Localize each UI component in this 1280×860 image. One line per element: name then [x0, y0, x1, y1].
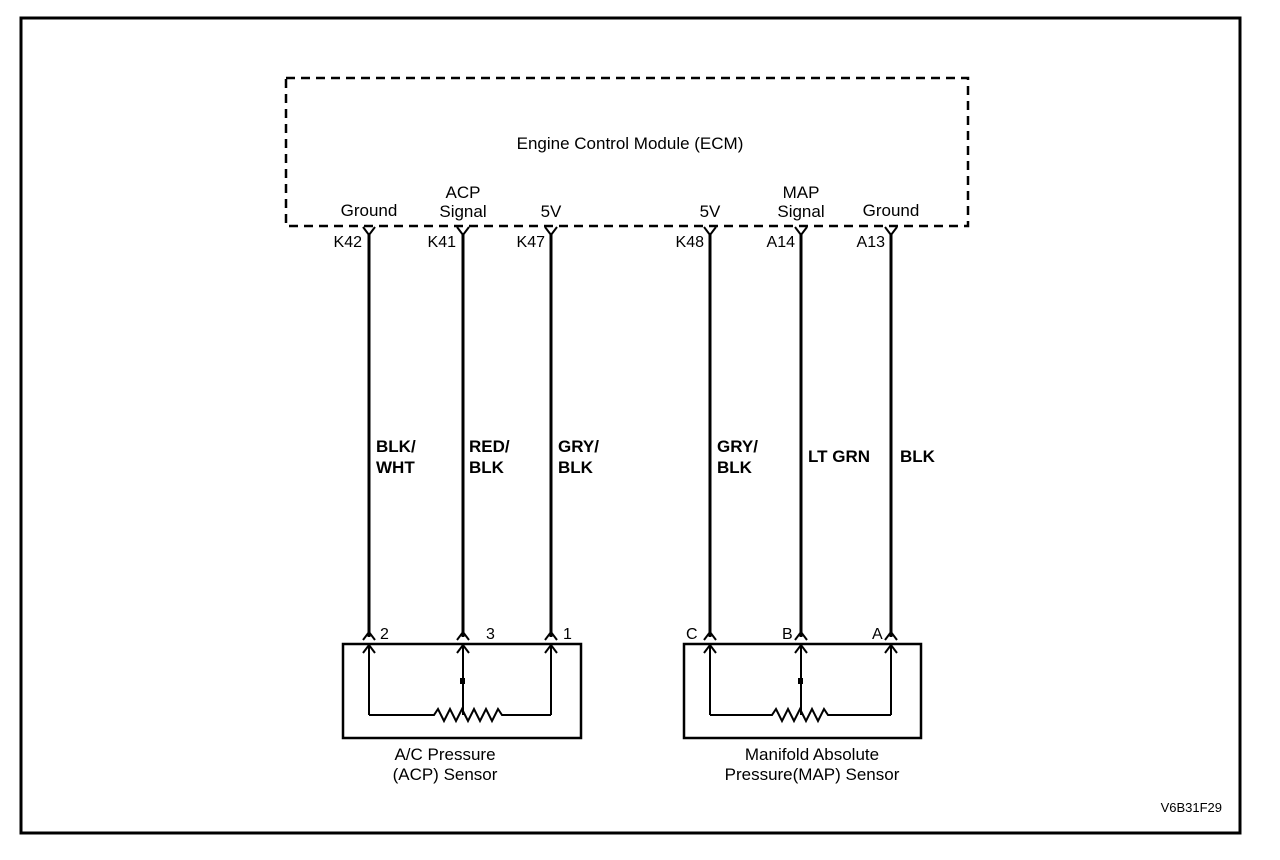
wire-color-k47: GRY/ [558, 437, 599, 456]
ecm-pin-k48: K48 [676, 234, 705, 251]
wire-color-k41: RED/ [469, 437, 510, 456]
wire-color-k48-line2: BLK [717, 458, 753, 477]
wire-color-k42: BLK/ [376, 437, 416, 456]
wire-color-a14: LT GRN [808, 447, 870, 466]
ecm-pin-a14: A14 [767, 234, 796, 251]
wire-color-k42-line2: WHT [376, 458, 415, 477]
ecm-pin-k47: K47 [517, 234, 546, 251]
map-pin-c: C [686, 626, 698, 643]
acp-sensor-name-line2: (ACP) Sensor [393, 765, 498, 784]
ecm-pin-k42: K42 [334, 234, 363, 251]
ecm-terminal-label-a14-line2: Signal [777, 202, 824, 221]
ecm-terminal-label-k41-line2: Signal [439, 202, 486, 221]
acp-sensor-name: A/C Pressure [394, 745, 495, 764]
ecm-title: Engine Control Module (ECM) [517, 134, 744, 153]
acp-pin-3: 3 [486, 626, 495, 643]
acp-sensor [341, 642, 583, 740]
ecm-terminal-label-k48: 5V [700, 202, 721, 221]
ecm-terminal-label-k47: 5V [541, 202, 562, 221]
ecm-pin-a13: A13 [857, 234, 886, 251]
ecm-terminal-label-a13: Ground [863, 201, 920, 220]
map-pin-a: A [872, 626, 883, 643]
wire-color-k47-line2: BLK [558, 458, 594, 477]
map-sensor-name-line2: Pressure(MAP) Sensor [725, 765, 900, 784]
sensor-connector-chevrons [362, 630, 898, 641]
acp-pin-1: 1 [563, 626, 572, 643]
map-sensor [682, 642, 923, 740]
ecm-terminal-label-k42: Ground [341, 201, 398, 220]
figure-code: V6B31F29 [1161, 800, 1222, 815]
wire-color-k41-line2: BLK [469, 458, 505, 477]
map-pin-b: B [782, 626, 793, 643]
map-sensor-name: Manifold Absolute [745, 745, 879, 764]
wire-color-k48: GRY/ [717, 437, 758, 456]
ecm-terminal-label-k41: ACP [446, 183, 481, 202]
wire-color-a13: BLK [900, 447, 936, 466]
diagram-border [19, 16, 1242, 835]
acp-pin-2: 2 [380, 626, 389, 643]
ecm-box [284, 76, 970, 228]
ecm-terminal-label-a14: MAP [783, 183, 820, 202]
ecm-pin-k41: K41 [428, 234, 457, 251]
